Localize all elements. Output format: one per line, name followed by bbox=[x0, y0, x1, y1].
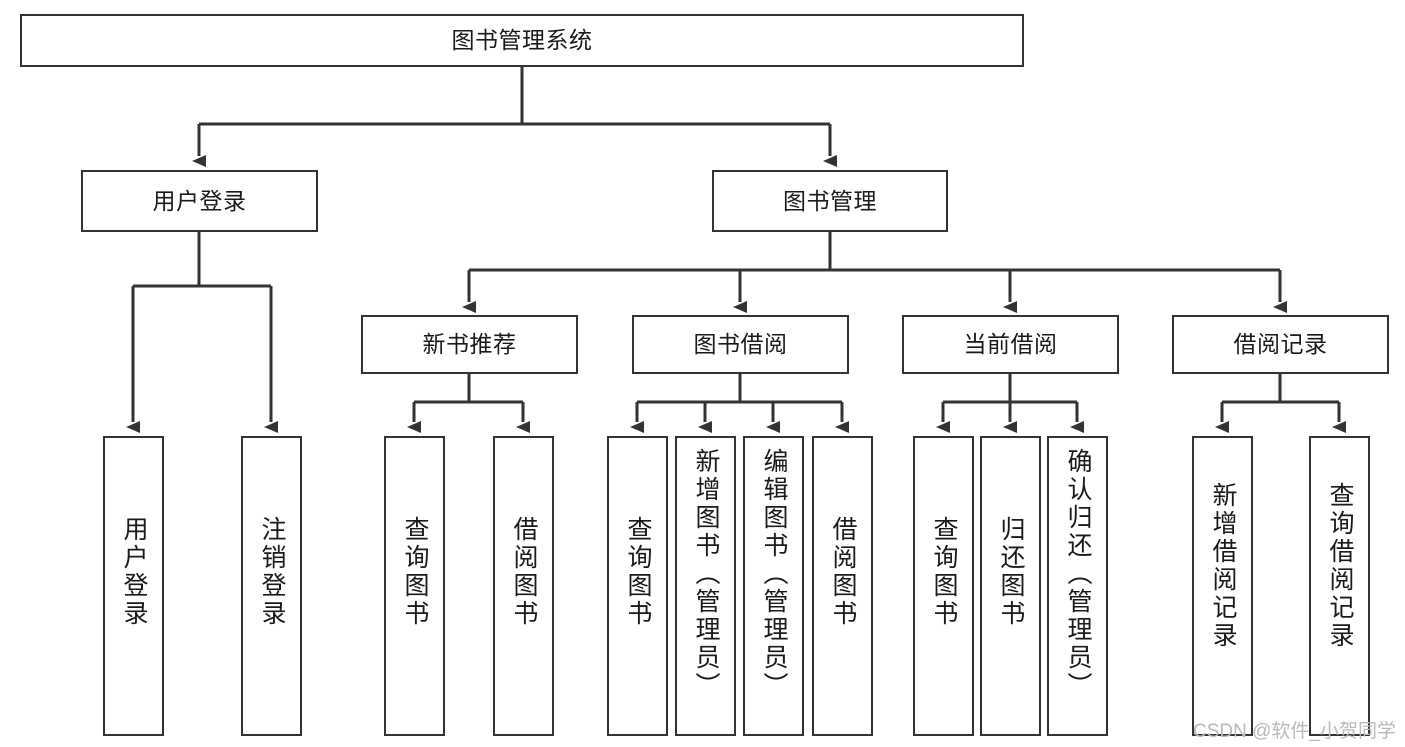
node-label: 新增图书（管理员） bbox=[692, 448, 720, 700]
node-label: 确认归还（管理员） bbox=[1064, 448, 1092, 700]
node-label: 编辑图书（管理员） bbox=[760, 448, 788, 700]
node-label: 借阅图书 bbox=[829, 516, 857, 628]
leaf-return-book[interactable]: 归还图书 bbox=[980, 436, 1041, 736]
node-label: 查询图书 bbox=[624, 516, 652, 628]
node-label: 图书管理 bbox=[783, 187, 877, 214]
node-label: 图书管理系统 bbox=[451, 27, 593, 54]
node-label: 新书推荐 bbox=[422, 331, 517, 358]
node-borrow-record[interactable]: 借阅记录 bbox=[1172, 315, 1389, 374]
leaf-edit-book-admin[interactable]: 编辑图书（管理员） bbox=[743, 436, 804, 736]
node-label: 用户登录 bbox=[120, 516, 148, 628]
node-label: 注销登录 bbox=[258, 516, 286, 628]
node-label: 当前借阅 bbox=[963, 331, 1058, 358]
node-label: 借阅图书 bbox=[510, 516, 538, 628]
leaf-user-login[interactable]: 用户登录 bbox=[103, 436, 164, 736]
node-new-book-recommend[interactable]: 新书推荐 bbox=[361, 315, 578, 374]
leaf-query-book-current[interactable]: 查询图书 bbox=[913, 436, 974, 736]
leaf-borrow-book-recommend[interactable]: 借阅图书 bbox=[493, 436, 554, 736]
leaf-add-borrow-record[interactable]: 新增借阅记录 bbox=[1192, 436, 1253, 736]
leaf-query-book-recommend[interactable]: 查询图书 bbox=[384, 436, 445, 736]
node-label: 归还图书 bbox=[997, 516, 1025, 628]
node-label: 查询图书 bbox=[401, 516, 429, 628]
node-label: 查询借阅记录 bbox=[1326, 482, 1354, 650]
node-book-borrow[interactable]: 图书借阅 bbox=[632, 315, 849, 374]
node-label: 借阅记录 bbox=[1233, 331, 1328, 358]
leaf-logout[interactable]: 注销登录 bbox=[241, 436, 302, 736]
node-label: 图书借阅 bbox=[693, 331, 788, 358]
node-label: 新增借阅记录 bbox=[1209, 482, 1237, 650]
node-current-borrow[interactable]: 当前借阅 bbox=[902, 315, 1119, 374]
node-book-management[interactable]: 图书管理 bbox=[712, 170, 948, 232]
leaf-confirm-return-admin[interactable]: 确认归还（管理员） bbox=[1047, 436, 1108, 736]
leaf-borrow-book[interactable]: 借阅图书 bbox=[812, 436, 873, 736]
leaf-query-borrow-record[interactable]: 查询借阅记录 bbox=[1309, 436, 1370, 736]
csdn-watermark: CSDN @软件_小贺同学 bbox=[1193, 721, 1396, 742]
node-label: 用户登录 bbox=[152, 187, 247, 214]
leaf-query-book-borrow[interactable]: 查询图书 bbox=[607, 436, 668, 736]
node-root-book-management-system[interactable]: 图书管理系统 bbox=[20, 14, 1024, 67]
node-label: 查询图书 bbox=[930, 516, 958, 628]
node-user-login[interactable]: 用户登录 bbox=[81, 170, 318, 232]
leaf-add-book-admin[interactable]: 新增图书（管理员） bbox=[675, 436, 736, 736]
